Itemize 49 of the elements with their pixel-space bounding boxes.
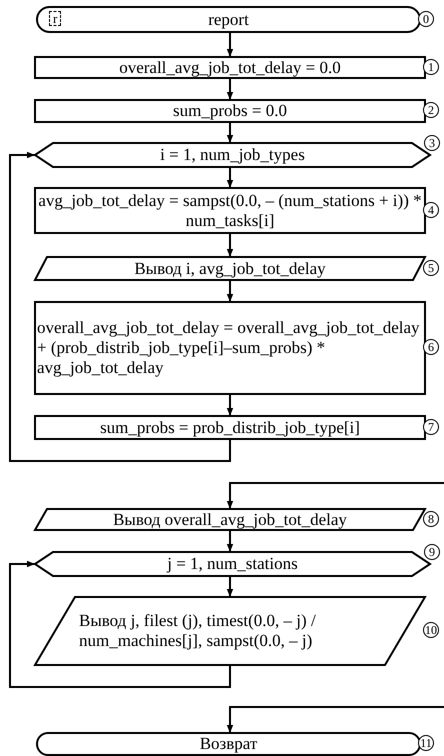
- step-number: 0: [418, 10, 434, 26]
- flow-arrow: [226, 78, 234, 100]
- loop-hexagon: [35, 143, 430, 167]
- step-number: 5: [423, 260, 439, 276]
- flow-arrow: [226, 167, 234, 188]
- statement-text: i = 1, num_job_types: [160, 145, 305, 165]
- io-parallelogram: [35, 257, 425, 280]
- step-number: 3: [424, 135, 440, 151]
- process-box: [35, 416, 425, 439]
- io-parallelogram: [35, 509, 425, 530]
- io-parallelogram: [35, 597, 425, 665]
- loop-hexagon: [35, 552, 430, 576]
- process-box: [35, 100, 425, 122]
- flow-arrow: [226, 122, 234, 143]
- statement-text: overall_avg_job_tot_delay = overall_avg_job_tot_delay + (prob_distrib_job_type[i]–sum_probs) * avg_job_tot_delay: [36, 318, 421, 378]
- step-number: 2: [423, 102, 439, 118]
- flow-arrow: [226, 394, 234, 416]
- flow-arrow: [226, 576, 234, 597]
- terminal-box: [37, 733, 420, 755]
- statement-text: sum_probs = 0.0: [173, 101, 287, 121]
- statement-text: sum_probs = prob_distrib_job_type[i]: [100, 418, 360, 438]
- flow-arrow: [9, 560, 231, 688]
- step-number: 4: [423, 202, 439, 218]
- statement-text: Вывод overall_avg_job_tot_delay: [113, 510, 347, 530]
- statement-text: Вывод j, filest (j), timest(0.0, – j) / num_machines[j], sampst(0.0, – j): [78, 611, 317, 651]
- process-box: [35, 302, 425, 394]
- step-number: 8: [423, 510, 439, 526]
- flow-arrow: [226, 530, 234, 552]
- flow-arrow: [9, 152, 231, 462]
- statement-text: Вывод i, avg_job_tot_delay: [134, 258, 326, 278]
- statement-text: avg_job_tot_delay = sampst(0.0, – (num_stations + i)) * num_tasks[i]: [37, 190, 423, 230]
- flow-arrow: [226, 233, 234, 257]
- step-number: 7: [423, 418, 439, 434]
- flow-arrow: [226, 706, 444, 733]
- process-box: [35, 57, 425, 78]
- subroutine-tag: r: [49, 11, 62, 26]
- step-number: 6: [423, 339, 439, 355]
- statement-text: j = 1, num_stations: [167, 554, 298, 574]
- statement-text: Возврат: [200, 734, 258, 754]
- step-number: 9: [424, 544, 440, 560]
- flow-arrow: [226, 482, 444, 509]
- terminal-box: [37, 7, 420, 32]
- step-number: 11: [418, 735, 434, 751]
- flow-arrow: [226, 280, 234, 302]
- statement-text: overall_avg_job_tot_delay = 0.0: [119, 58, 341, 78]
- flow-arrow: [226, 32, 234, 57]
- statement-text: report: [208, 10, 249, 30]
- step-number: 10: [423, 622, 439, 638]
- step-number: 1: [423, 58, 439, 74]
